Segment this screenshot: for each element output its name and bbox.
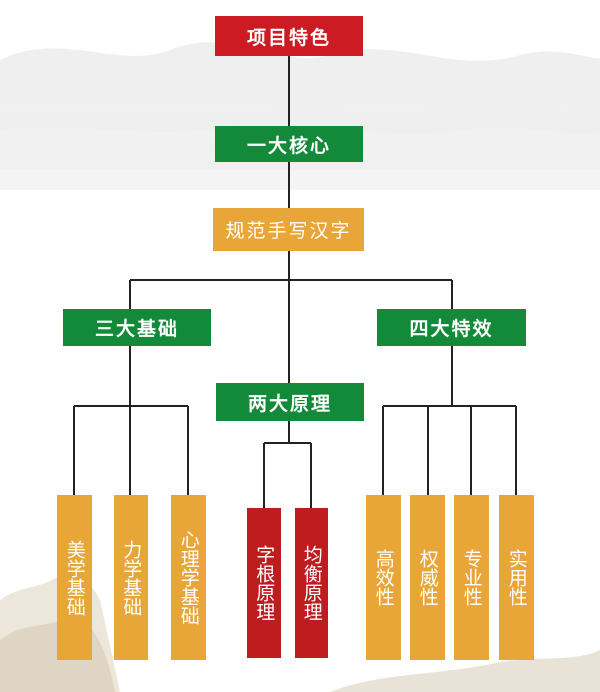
rock-bottom-right: [330, 650, 600, 692]
node-base-aesthetics: 美学基础: [57, 495, 92, 660]
node-three-bases: 三大基础: [63, 309, 211, 346]
node-effect-authority: 权威性: [410, 495, 445, 660]
node-effect-practical: 实用性: [499, 495, 534, 660]
node-core: 一大核心: [215, 126, 363, 162]
node-base-psychology: 心理学基础: [171, 495, 206, 660]
node-two-principles: 两大原理: [216, 383, 364, 421]
node-effect-professional: 专业性: [454, 495, 489, 660]
node-principle-balance: 均衡原理: [295, 508, 328, 658]
node-root: 项目特色: [215, 16, 363, 56]
node-core-item: 规范手写汉字: [213, 208, 364, 251]
node-base-mechanics: 力学基础: [114, 495, 148, 660]
node-principle-radical: 字根原理: [247, 508, 281, 658]
node-effect-efficiency: 高效性: [366, 495, 401, 660]
node-four-effects: 四大特效: [377, 309, 526, 346]
